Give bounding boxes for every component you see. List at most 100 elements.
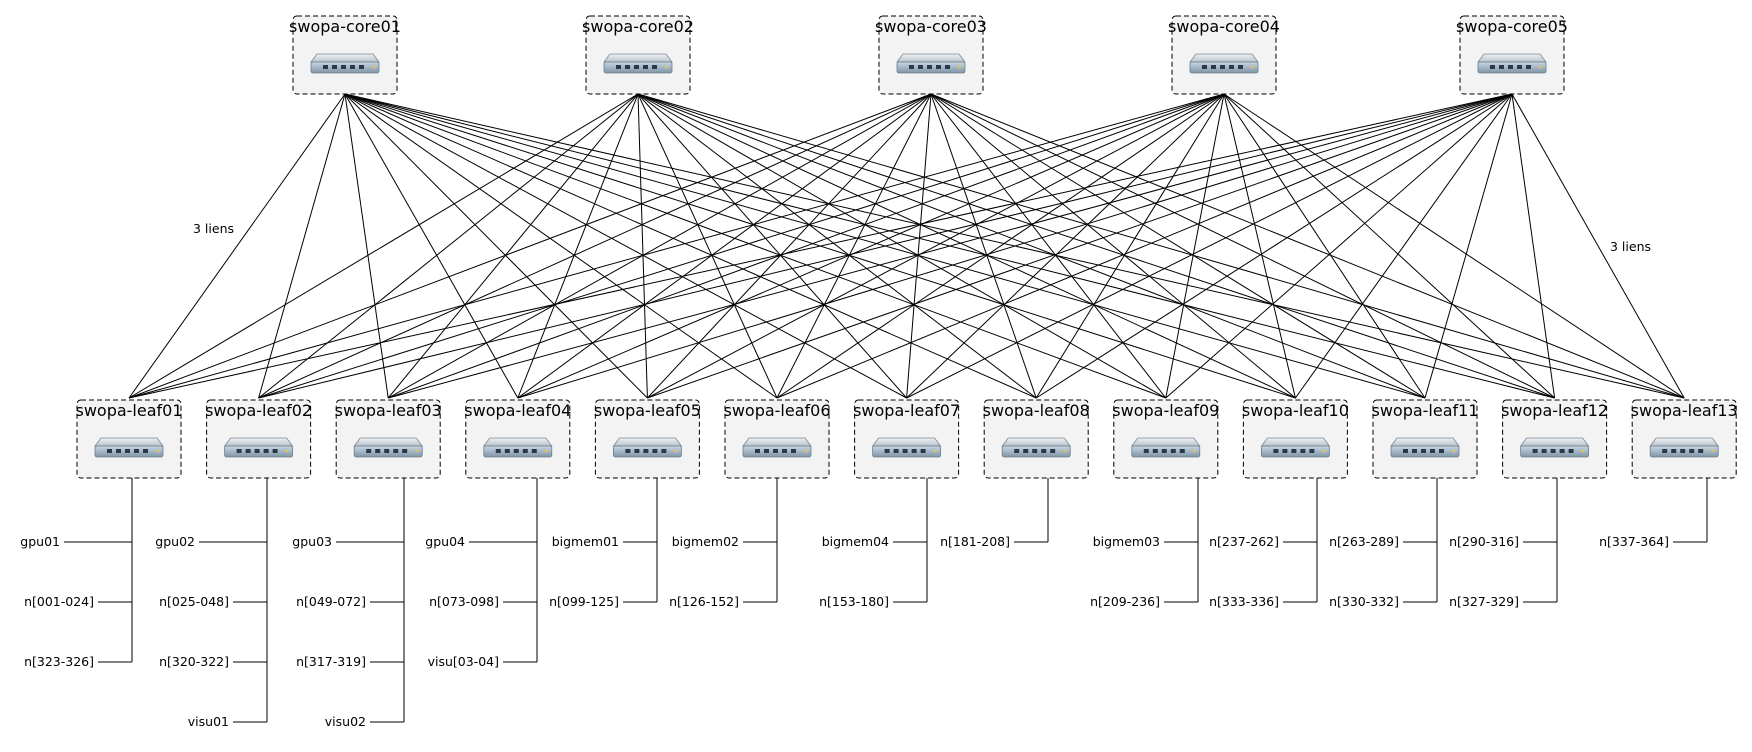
network-switch-icon xyxy=(1189,53,1259,74)
uplink-core3-leaf12 xyxy=(930,93,1555,399)
network-switch-icon xyxy=(742,437,812,458)
core-switch-03[interactable]: swopa-core03 xyxy=(875,15,987,95)
host-label: n[099-125] xyxy=(549,594,619,609)
uplink-core5-leaf4 xyxy=(517,93,1513,399)
host-label: bigmem02 xyxy=(672,534,739,549)
uplink-core1-leaf1 xyxy=(128,93,346,399)
uplink-core3-leaf8 xyxy=(930,93,1037,399)
leaf-switch-12[interactable]: swopa-leaf12 xyxy=(1501,399,1608,479)
uplink-core4-leaf5 xyxy=(647,93,1225,399)
uplink-core2-leaf3 xyxy=(387,93,639,399)
host-label: gpu02 xyxy=(155,534,195,549)
leaf-switch-02[interactable]: swopa-leaf02 xyxy=(205,399,312,479)
uplink-core4-leaf8 xyxy=(1035,93,1225,399)
uplink-core1-leaf7 xyxy=(344,93,907,399)
host-label: n[263-289] xyxy=(1329,534,1399,549)
switch-label: swopa-leaf07 xyxy=(853,401,960,420)
uplink-core5-leaf13 xyxy=(1511,93,1685,399)
uplink-core5-leaf9 xyxy=(1165,93,1513,399)
network-switch-icon xyxy=(896,53,966,74)
switch-label: swopa-leaf04 xyxy=(464,401,571,420)
host-label: n[073-098] xyxy=(429,594,499,609)
host-label: n[126-152] xyxy=(669,594,739,609)
uplink-core3-leaf4 xyxy=(517,93,932,399)
leaf-switch-03[interactable]: swopa-leaf03 xyxy=(335,399,442,479)
switch-label: swopa-leaf02 xyxy=(205,401,312,420)
link-count-label-right: 3 liens xyxy=(1610,239,1651,254)
network-switch-icon xyxy=(1260,437,1330,458)
core-switch-01[interactable]: swopa-core01 xyxy=(289,15,401,95)
leaf-switch-01[interactable]: swopa-leaf01 xyxy=(75,399,183,479)
host-label: n[330-332] xyxy=(1329,594,1399,609)
host-label: visu01 xyxy=(188,714,229,729)
leaf-switch-04[interactable]: swopa-leaf04 xyxy=(464,399,571,479)
core-switch-04[interactable]: swopa-core04 xyxy=(1168,15,1280,95)
uplink-core1-leaf8 xyxy=(344,93,1037,399)
network-switch-icon xyxy=(1131,437,1201,458)
switch-label: swopa-leaf09 xyxy=(1112,401,1219,420)
uplink-core2-leaf2 xyxy=(258,93,639,399)
uplink-core3-leaf9 xyxy=(930,93,1167,399)
uplink-core1-leaf4 xyxy=(344,93,519,399)
leaf-switch-09[interactable]: swopa-leaf09 xyxy=(1112,399,1219,479)
uplink-core2-leaf11 xyxy=(637,93,1426,399)
network-switch-icon xyxy=(1520,437,1590,458)
host-label: gpu03 xyxy=(292,534,332,549)
switch-label: swopa-core01 xyxy=(289,17,401,36)
host-label: n[337-364] xyxy=(1599,534,1669,549)
host-label: bigmem01 xyxy=(552,534,619,549)
uplink-core3-leaf2 xyxy=(258,93,932,399)
uplink-core3-leaf10 xyxy=(930,93,1296,399)
switch-label: swopa-core04 xyxy=(1168,17,1280,36)
host-label: n[209-236] xyxy=(1090,594,1160,609)
switch-label: swopa-leaf10 xyxy=(1242,401,1349,420)
uplink-core5-leaf7 xyxy=(906,93,1513,399)
uplink-core2-leaf10 xyxy=(637,93,1296,399)
uplink-core1-leaf2 xyxy=(258,93,346,399)
network-switch-icon xyxy=(1649,437,1719,458)
switch-label: swopa-leaf05 xyxy=(594,401,701,420)
uplink-core4-leaf12 xyxy=(1223,93,1555,399)
uplink-core3-leaf5 xyxy=(647,93,932,399)
leaf-switch-11[interactable]: swopa-leaf11 xyxy=(1371,399,1479,479)
host-label: visu[03-04] xyxy=(428,654,499,669)
uplink-core1-leaf9 xyxy=(344,93,1166,399)
core-switch-02[interactable]: swopa-core02 xyxy=(582,15,694,95)
host-label: gpu01 xyxy=(20,534,60,549)
uplink-core4-leaf6 xyxy=(776,93,1225,399)
uplink-core4-leaf3 xyxy=(388,93,1225,399)
host-label: n[317-319] xyxy=(296,654,366,669)
leaf-switch-05[interactable]: swopa-leaf05 xyxy=(594,399,701,479)
host-label: n[153-180] xyxy=(819,594,889,609)
uplink-core2-leaf12 xyxy=(637,93,1555,399)
leaf-switch-06[interactable]: swopa-leaf06 xyxy=(723,399,831,479)
switch-label: swopa-leaf11 xyxy=(1371,401,1478,420)
leaf-switch-13[interactable]: swopa-leaf13 xyxy=(1631,399,1738,479)
uplink-core3-leaf1 xyxy=(128,93,932,399)
host-label: n[327-329] xyxy=(1449,594,1519,609)
network-switch-icon xyxy=(1001,437,1071,458)
network-switch-icon xyxy=(612,437,682,458)
core-switch-05[interactable]: swopa-core05 xyxy=(1456,15,1568,95)
switch-label: swopa-leaf06 xyxy=(723,401,830,420)
switch-label: swopa-leaf13 xyxy=(1631,401,1738,420)
uplink-core3-leaf11 xyxy=(930,93,1426,399)
uplink-core4-leaf10 xyxy=(1223,93,1296,399)
uplink-core4-leaf1 xyxy=(128,93,1225,399)
uplink-core4-leaf13 xyxy=(1223,93,1685,399)
switch-label: swopa-leaf01 xyxy=(75,401,182,420)
uplink-core2-leaf5 xyxy=(637,93,648,399)
leaf-switch-07[interactable]: swopa-leaf07 xyxy=(853,399,960,479)
switch-label: swopa-core03 xyxy=(875,17,987,36)
uplink-core2-leaf6 xyxy=(637,93,778,399)
uplink-core5-leaf5 xyxy=(647,93,1513,399)
leaf-switch-row: swopa-leaf01 swopa-leaf02 swopa-leaf03 swop… xyxy=(75,399,1738,479)
uplink-core4-leaf11 xyxy=(1223,93,1426,399)
network-switch-icon xyxy=(1477,53,1547,74)
leaf-switch-08[interactable]: swopa-leaf08 xyxy=(983,399,1090,479)
leaf-switch-10[interactable]: swopa-leaf10 xyxy=(1242,399,1349,479)
host-label: n[290-316] xyxy=(1449,534,1519,549)
host-label: n[001-024] xyxy=(24,594,94,609)
uplink-core5-leaf11 xyxy=(1424,93,1513,399)
